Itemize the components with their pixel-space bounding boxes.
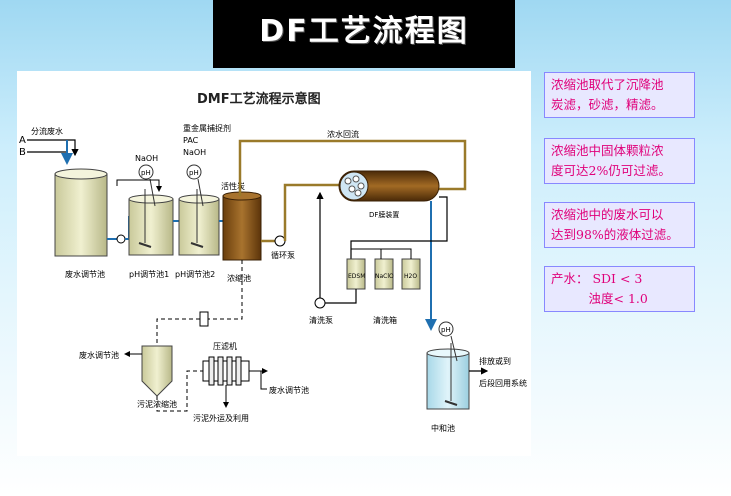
ph-label-3: pH [441, 326, 451, 334]
diagram-panel: DMF工艺流程示意图 A B 分流废水 废水调节池 pH NaOH pH调节池1… [17, 71, 531, 456]
sludge-out-label: 污泥外运及利用 [193, 413, 249, 423]
edsm-label: EDSM [348, 273, 365, 280]
circulation-pump-icon [274, 235, 286, 247]
waste-adjust-label: 废水调节池 [65, 269, 105, 279]
concentrate-tank [222, 195, 262, 261]
note-4-line-2: 浊度< 1.0 [551, 291, 648, 306]
waste-adjust-tank-top [54, 168, 108, 180]
note-4: 产水： SDI < 3 浊度< 1.0 [544, 266, 695, 312]
ph-tank-2 [178, 198, 220, 256]
neutral-tank [426, 352, 470, 410]
input-label: 分流废水 [31, 126, 63, 136]
feed-pump-icon [116, 234, 126, 244]
slide-title: DF工艺流程图 [259, 14, 469, 49]
cleaning-pump-icon [314, 297, 326, 309]
waste-adjust-tank [54, 173, 108, 257]
clean-tank-label: 清洗箱 [373, 315, 397, 325]
cleaning-line [350, 196, 448, 259]
cleaning-pump-label: 清洗泵 [309, 315, 333, 325]
ph-meter-3-icon [438, 321, 454, 337]
pac-label: PAC [183, 136, 199, 145]
note-2-line-1: 浓缩池中固体颗粒浓 [551, 143, 664, 158]
press-return-label: 废水调节池 [269, 385, 309, 395]
valve-icon [199, 311, 209, 327]
sludge-tank [141, 345, 173, 397]
ph-meter-2-icon [186, 164, 202, 180]
naoh-label-2: NaOH [183, 148, 206, 157]
note-1-line-2: 炭滤，砂滤，精滤。 [551, 97, 664, 112]
concentrate-return-pipe [238, 139, 467, 196]
ph-tank-1-label: pH调节池1 [129, 269, 169, 279]
ph-label-2: pH [189, 169, 199, 177]
concentrate-return-label: 浓水回流 [327, 129, 359, 139]
naclo-drum [374, 258, 394, 290]
note-1-line-1: 浓缩池取代了沉降池 [551, 77, 664, 92]
note-2: 浓缩池中固体颗粒浓 度可达2%仍可过滤。 [544, 138, 695, 184]
naclo-label: NaClO [375, 273, 394, 280]
note-1: 浓缩池取代了沉降池 炭滤，砂滤，精滤。 [544, 72, 695, 118]
concentrate-label: 浓缩池 [227, 273, 251, 283]
neutral-tank-label: 中和池 [431, 423, 455, 433]
circulation-pump-label: 循环泵 [271, 250, 295, 260]
naoh-label-1: NaOH [135, 154, 158, 163]
ph-tank-1 [128, 198, 174, 256]
ph-tank-2-label: pH调节池2 [175, 269, 215, 279]
metal-catcher-label: 重金属捕捉剂 [183, 123, 231, 133]
df-device-label: DF膜装置 [369, 210, 399, 219]
input-b-label: B [19, 147, 26, 158]
input-a-pipe [27, 139, 79, 157]
left-return-label: 废水调节池 [79, 350, 119, 360]
filter-press-label: 压滤机 [213, 341, 237, 351]
water-label: H2O [404, 273, 417, 280]
note-2-line-2: 度可达2%仍可过滤。 [551, 163, 671, 178]
note-3-line-2: 达到98%的液体过滤。 [551, 227, 679, 242]
circulation-pipe [283, 183, 339, 241]
note-3: 浓缩池中的废水可以 达到98%的液体过滤。 [544, 202, 695, 248]
discharge-line-1: 排放或到 [479, 356, 511, 366]
diagram-title: DMF工艺流程示意图 [197, 91, 321, 107]
ph-meter-1-icon [138, 164, 154, 180]
process-diagram: DMF工艺流程示意图 A B 分流废水 废水调节池 pH NaOH pH调节池1… [19, 91, 527, 433]
feed-pipe [125, 216, 130, 240]
input-a-label: A [19, 135, 26, 146]
discharge-line-2: 后段回用系统 [479, 378, 527, 388]
carbon-label: 活性炭 [221, 181, 245, 191]
ph-label-1: pH [141, 169, 151, 177]
title-bar: DF工艺流程图 [213, 0, 515, 68]
note-4-line-1: 产水： SDI < 3 [551, 271, 643, 286]
note-3-line-1: 浓缩池中的废水可以 [551, 207, 664, 222]
